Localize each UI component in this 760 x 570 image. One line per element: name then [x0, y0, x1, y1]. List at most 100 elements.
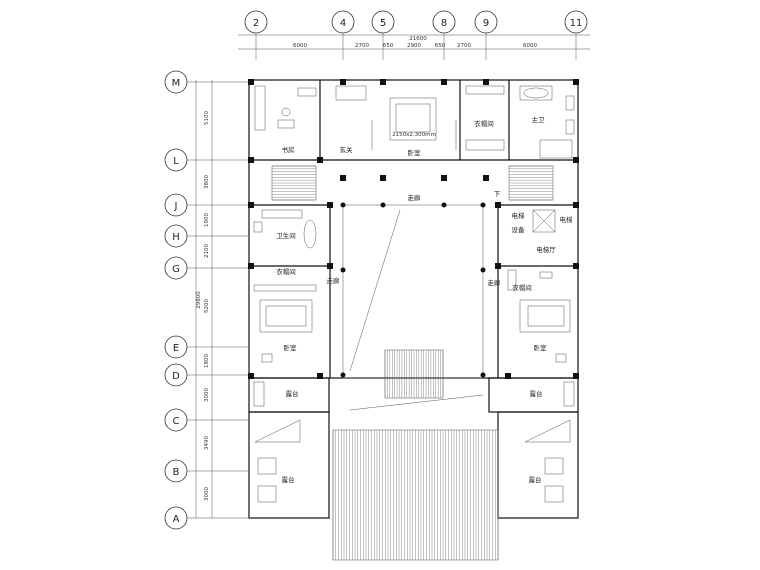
column — [573, 79, 579, 85]
dim-top-seg: 2700 — [355, 43, 369, 49]
room-corridor-left: 走廊 — [327, 276, 341, 285]
column — [248, 373, 254, 379]
round-column — [441, 202, 447, 208]
grid-label-top: 5 — [380, 18, 386, 29]
structural-columns — [248, 79, 579, 379]
column — [248, 157, 254, 163]
column — [483, 175, 489, 181]
column — [573, 157, 579, 163]
room-closet-right: 衣帽间 — [512, 283, 532, 292]
column — [573, 373, 579, 379]
dim-top-seg: 2700 — [457, 43, 471, 49]
grid-label-left: D — [172, 371, 180, 382]
grid-bubble-left: G — [164, 256, 248, 280]
grid-bubble-top: 2 — [244, 10, 268, 60]
grid-label-left: H — [172, 232, 180, 243]
grid-bubble-left: A — [164, 506, 248, 530]
grid-bubble-left: L — [164, 148, 248, 172]
round-column — [480, 267, 486, 273]
round-column — [480, 202, 486, 208]
round-column — [480, 372, 486, 378]
room-garden-right: 露台 — [529, 475, 542, 484]
room-lift-right: 电梯 — [560, 215, 574, 224]
column — [248, 202, 254, 208]
round-column — [340, 372, 346, 378]
top-dimensions: 21600 6000 2700 650 2900 650 2700 6000 — [293, 36, 537, 49]
room-closet-left: 衣帽间 — [276, 267, 296, 276]
dim-left-seg: 1800 — [204, 354, 210, 368]
dim-top-seg: 650 — [435, 43, 446, 49]
grid-bubble-left: B — [164, 459, 248, 483]
grid-label-left: C — [173, 416, 180, 427]
dim-top-total: 21600 — [409, 36, 427, 42]
dim-top-seg: 6000 — [293, 43, 307, 49]
grid-bubble-left: E — [164, 335, 248, 359]
room-terrace-left: 露台 — [286, 389, 299, 398]
exterior-walls — [248, 79, 579, 519]
grid-bubble-top: 5 — [371, 10, 395, 60]
room-master-bedroom: 卧室 — [408, 148, 422, 157]
top-grid-axis: 2 4 5 8 9 11 — [238, 10, 590, 60]
dim-left-seg: 5200 — [204, 299, 210, 313]
dim-top-seg: 6000 — [523, 43, 537, 49]
room-foyer: 玄关 — [340, 145, 354, 154]
grid-bubble-left: J — [164, 193, 248, 217]
column — [573, 263, 579, 269]
grid-label-left: J — [174, 201, 178, 212]
left-grid-axis: M L J H G E D C B A — [164, 70, 248, 530]
room-bathroom-left: 卫生间 — [276, 231, 296, 240]
room-closet-top: 衣帽间 — [474, 119, 494, 128]
room-bedroom-right: 卧室 — [534, 343, 548, 352]
grid-label-top: 8 — [441, 18, 447, 29]
dim-left-seg: 5100 — [204, 111, 210, 125]
central-stair-upper — [384, 349, 444, 399]
room-corridor-right: 走廊 — [488, 278, 502, 287]
column — [380, 175, 386, 181]
room-garden-left: 露台 — [282, 475, 295, 484]
grid-bubble-top: 9 — [474, 10, 498, 60]
grid-label-left: M — [172, 78, 181, 89]
stair-down-label: 下 — [494, 190, 501, 198]
room-labels: 书房 玄关 卧室 2150x2,300mm 衣帽间 主卫 走廊 下 卫生间 衣帽… — [276, 115, 573, 484]
grid-label-top: 9 — [483, 18, 489, 29]
room-study: 书房 — [282, 145, 295, 154]
room-lift-left: 电梯 — [512, 211, 526, 220]
furniture — [253, 85, 575, 503]
column — [248, 263, 254, 269]
column — [380, 79, 386, 85]
column — [441, 175, 447, 181]
dim-left-seg: 3490 — [204, 436, 210, 450]
column — [327, 263, 333, 269]
column — [495, 263, 501, 269]
room-hall-right: 电梯厅 — [536, 245, 556, 254]
central-stair-lower — [332, 429, 499, 561]
column — [340, 79, 346, 85]
column — [327, 202, 333, 208]
round-column — [340, 202, 346, 208]
room-corridor-top: 走廊 — [408, 193, 422, 202]
grid-label-left: E — [173, 343, 179, 354]
grid-label-left: A — [173, 514, 180, 525]
column — [340, 175, 346, 181]
left-dimensions: 29800 5100 3800 1900 2100 5200 1800 3000… — [196, 111, 210, 501]
grid-label-top: 11 — [570, 18, 583, 29]
column — [317, 157, 323, 163]
grid-label-top: 2 — [253, 18, 259, 29]
stair-top-right — [508, 165, 554, 201]
dim-top-seg: 2900 — [407, 43, 421, 49]
column — [573, 202, 579, 208]
dim-left-seg: 3000 — [204, 388, 210, 402]
room-master-bath: 主卫 — [532, 115, 546, 124]
grid-label-left: B — [173, 467, 180, 478]
grid-bubble-left: M — [164, 70, 248, 94]
dim-left-seg: 1900 — [204, 213, 210, 227]
grid-bubble-left: D — [164, 363, 248, 387]
grid-label-top: 4 — [340, 18, 346, 29]
column — [441, 79, 447, 85]
round-column — [340, 267, 346, 273]
round-column — [380, 202, 386, 208]
grid-label-left: L — [173, 156, 179, 167]
column — [495, 202, 501, 208]
interior-walls — [249, 80, 578, 411]
